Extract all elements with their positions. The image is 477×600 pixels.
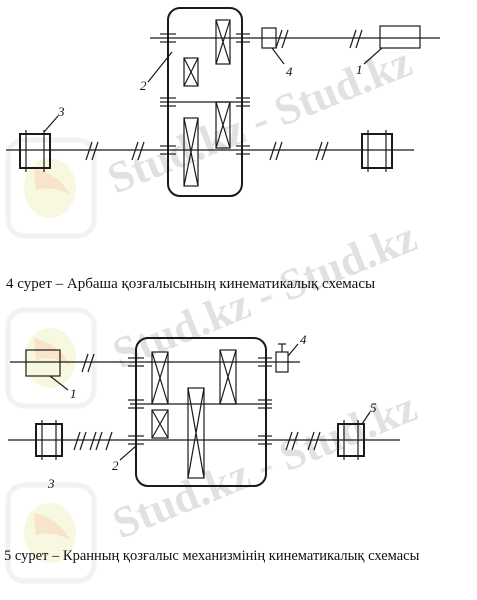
leader-line (147, 51, 173, 83)
leader-line (43, 115, 59, 133)
leader-line (119, 445, 137, 461)
gear (215, 19, 231, 65)
leader-line (363, 47, 383, 65)
brake (261, 27, 277, 49)
gear (151, 351, 169, 405)
coupling (85, 141, 329, 161)
label-2: 2 (140, 78, 147, 93)
coupling (81, 353, 95, 373)
leader-line (361, 411, 371, 425)
coupling (275, 29, 283, 49)
coupling (73, 431, 321, 451)
motor (379, 25, 421, 49)
bearings (128, 357, 272, 445)
wheel-left (35, 420, 63, 460)
stud-logo-icon (5, 482, 97, 584)
coupling (355, 29, 363, 49)
label-4: 4 (300, 332, 307, 347)
leader-line (287, 343, 299, 357)
label-5: 5 (370, 400, 377, 415)
coupling (281, 29, 289, 49)
figure4-caption: 4 сурет – Арбаша қозғалысының кинематика… (6, 276, 376, 292)
gear (187, 387, 205, 479)
gear (219, 349, 237, 405)
stud-logo-icon (5, 307, 97, 409)
label-1: 1 (356, 62, 363, 77)
label-3: 3 (48, 476, 55, 491)
wheel-right (361, 130, 393, 172)
leader-line (49, 375, 69, 391)
motor (25, 349, 61, 377)
wheel-left (19, 130, 51, 172)
label-3: 3 (58, 104, 65, 119)
gearbox-housing (135, 337, 267, 487)
gear (151, 409, 169, 439)
coupling (349, 29, 357, 49)
figure5-caption: 5 сурет – Кранның қозғалыс механизмінің … (4, 548, 420, 564)
label-1: 1 (70, 386, 77, 401)
label-4: 4 (286, 64, 293, 79)
gear (183, 57, 199, 87)
leader-line (271, 47, 285, 65)
gear (215, 101, 231, 149)
label-2: 2 (112, 458, 119, 473)
wheel-right (337, 420, 365, 460)
gear (183, 117, 199, 187)
bearings (160, 33, 250, 155)
